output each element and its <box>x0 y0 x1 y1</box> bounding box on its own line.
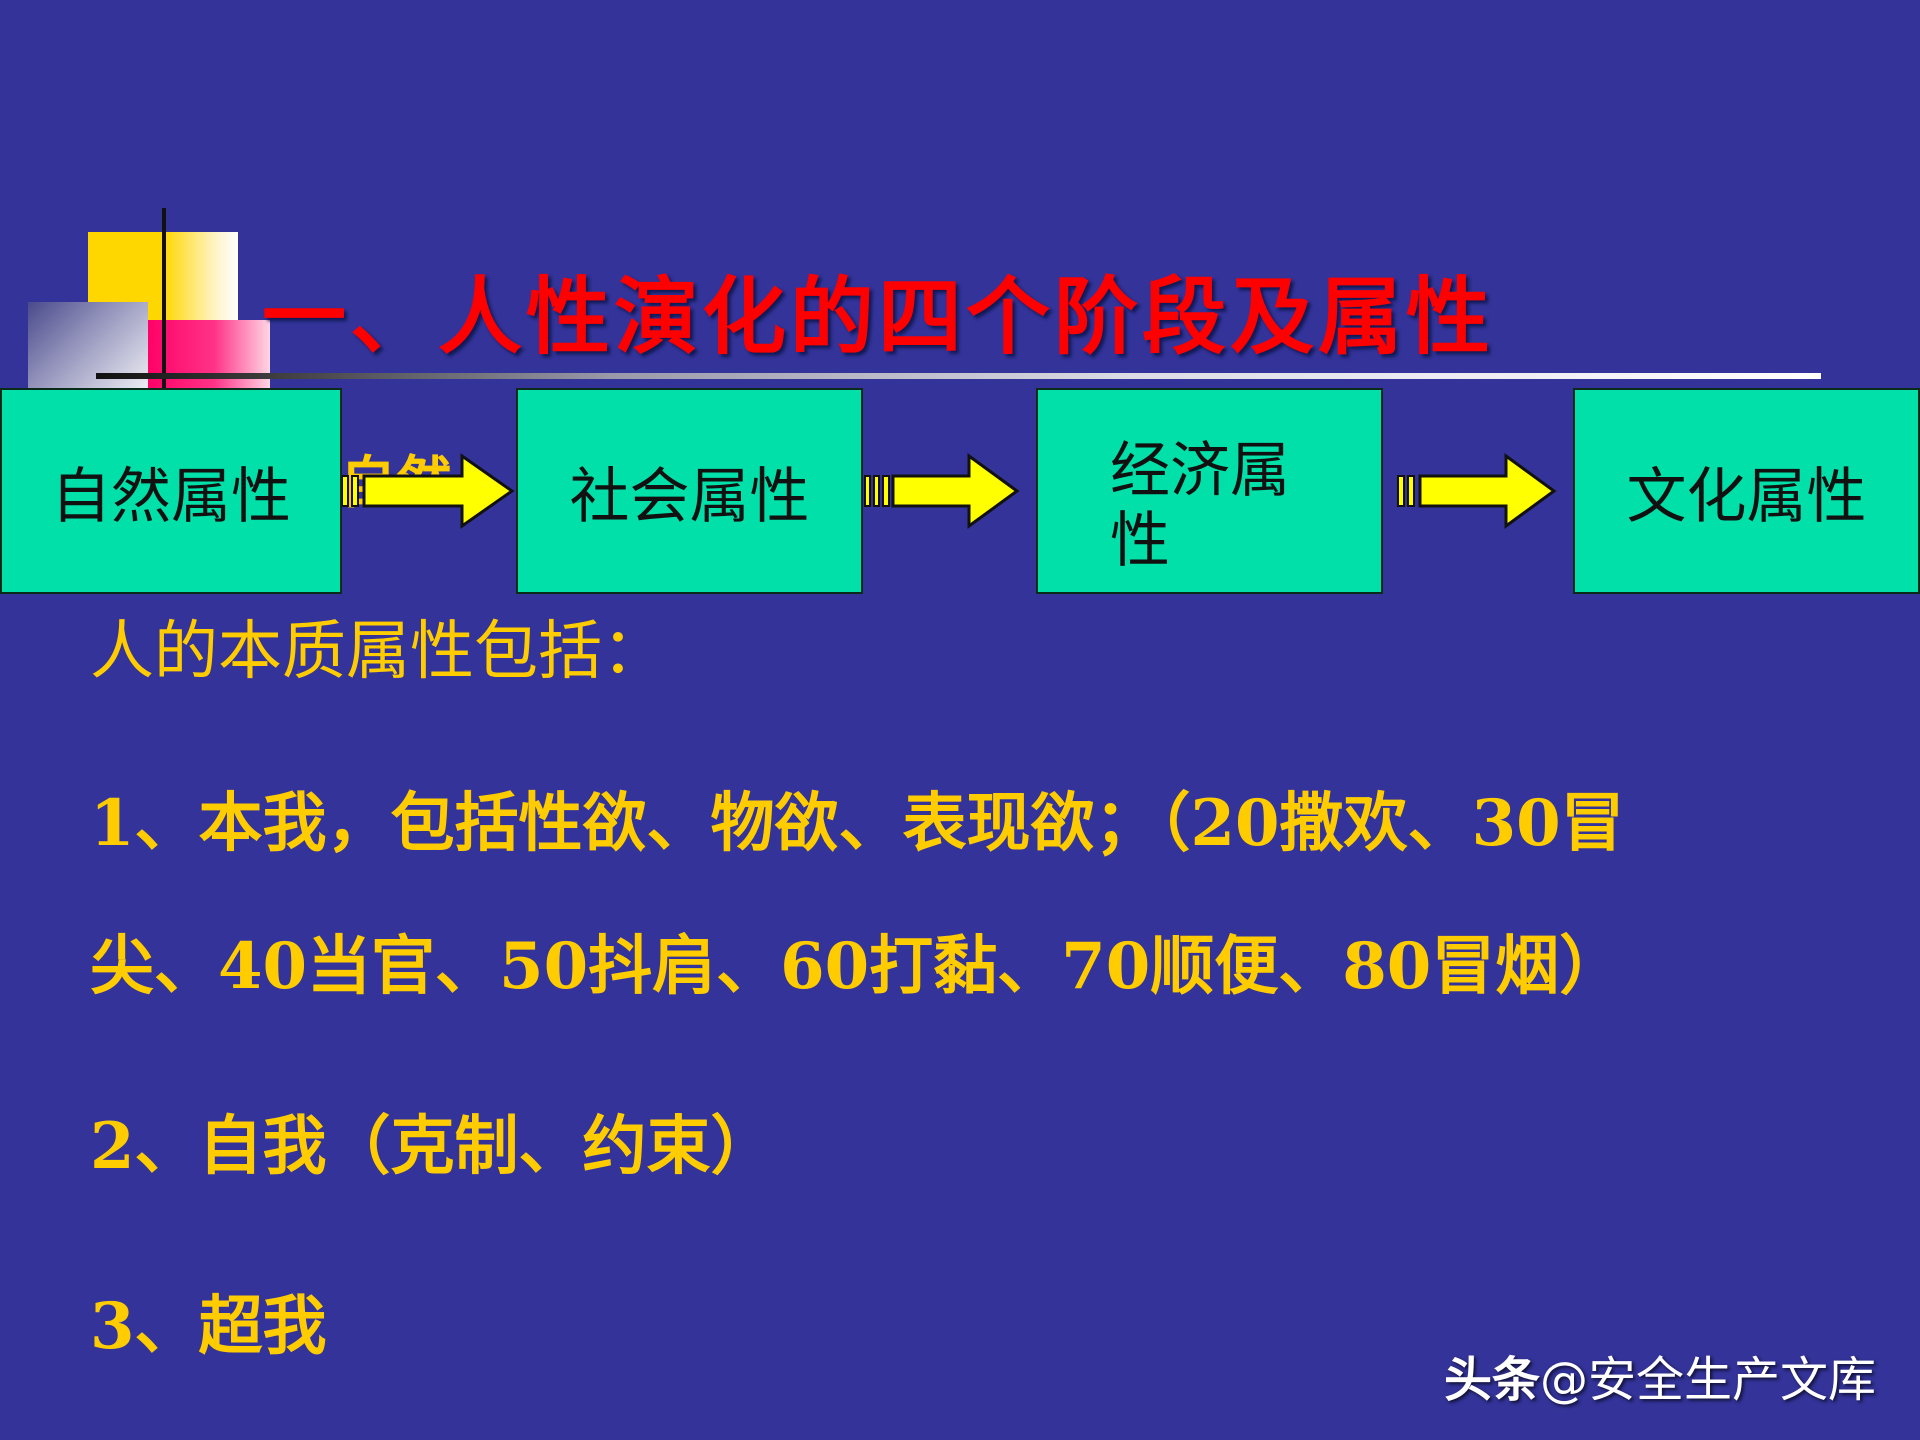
decorative-vertical-line <box>162 208 166 408</box>
decorative-grey-block <box>28 302 148 398</box>
flow-box-label: 社会属性 <box>569 461 810 532</box>
flow-box-label: 文化属性 <box>1626 461 1867 532</box>
flow-box-label: 经济属性 <box>1110 436 1290 576</box>
watermark-brand: 头条 <box>1443 1352 1540 1408</box>
body-line-superego: 3、超我 <box>90 1289 327 1364</box>
body-line-ego: 2、自我（克制、约束） <box>90 1109 775 1184</box>
flow-box-label: 自然属性 <box>51 461 291 532</box>
watermark: 头条@安全生产文库 <box>1444 1340 1876 1410</box>
right-arrow-icon <box>1397 453 1557 529</box>
right-arrow-icon <box>342 453 515 529</box>
body-line-id-continued: 尖、40当官、50抖肩、60打黏、70顺便、80冒烟） <box>90 929 1624 1004</box>
flow-box-cultural: 文化属性 <box>1573 388 1920 594</box>
watermark-handle: @安全生产文库 <box>1539 1352 1876 1408</box>
decorative-pink-block <box>146 320 270 396</box>
body-line-id: 1、本我，包括性欲、物欲、表现欲；（20撒欢、30冒 <box>90 786 1625 861</box>
flow-box-natural: 自然属性 <box>0 388 342 594</box>
title-underline <box>96 373 1821 379</box>
slide-title: 一、人性演化的四个阶段及属性 <box>262 267 1495 366</box>
body-line-intro: 人的本质属性包括： <box>90 615 666 689</box>
right-arrow-icon <box>864 453 1020 529</box>
flow-box-social: 社会属性 <box>516 388 863 594</box>
flow-box-economic: 经济属性 <box>1036 388 1383 594</box>
